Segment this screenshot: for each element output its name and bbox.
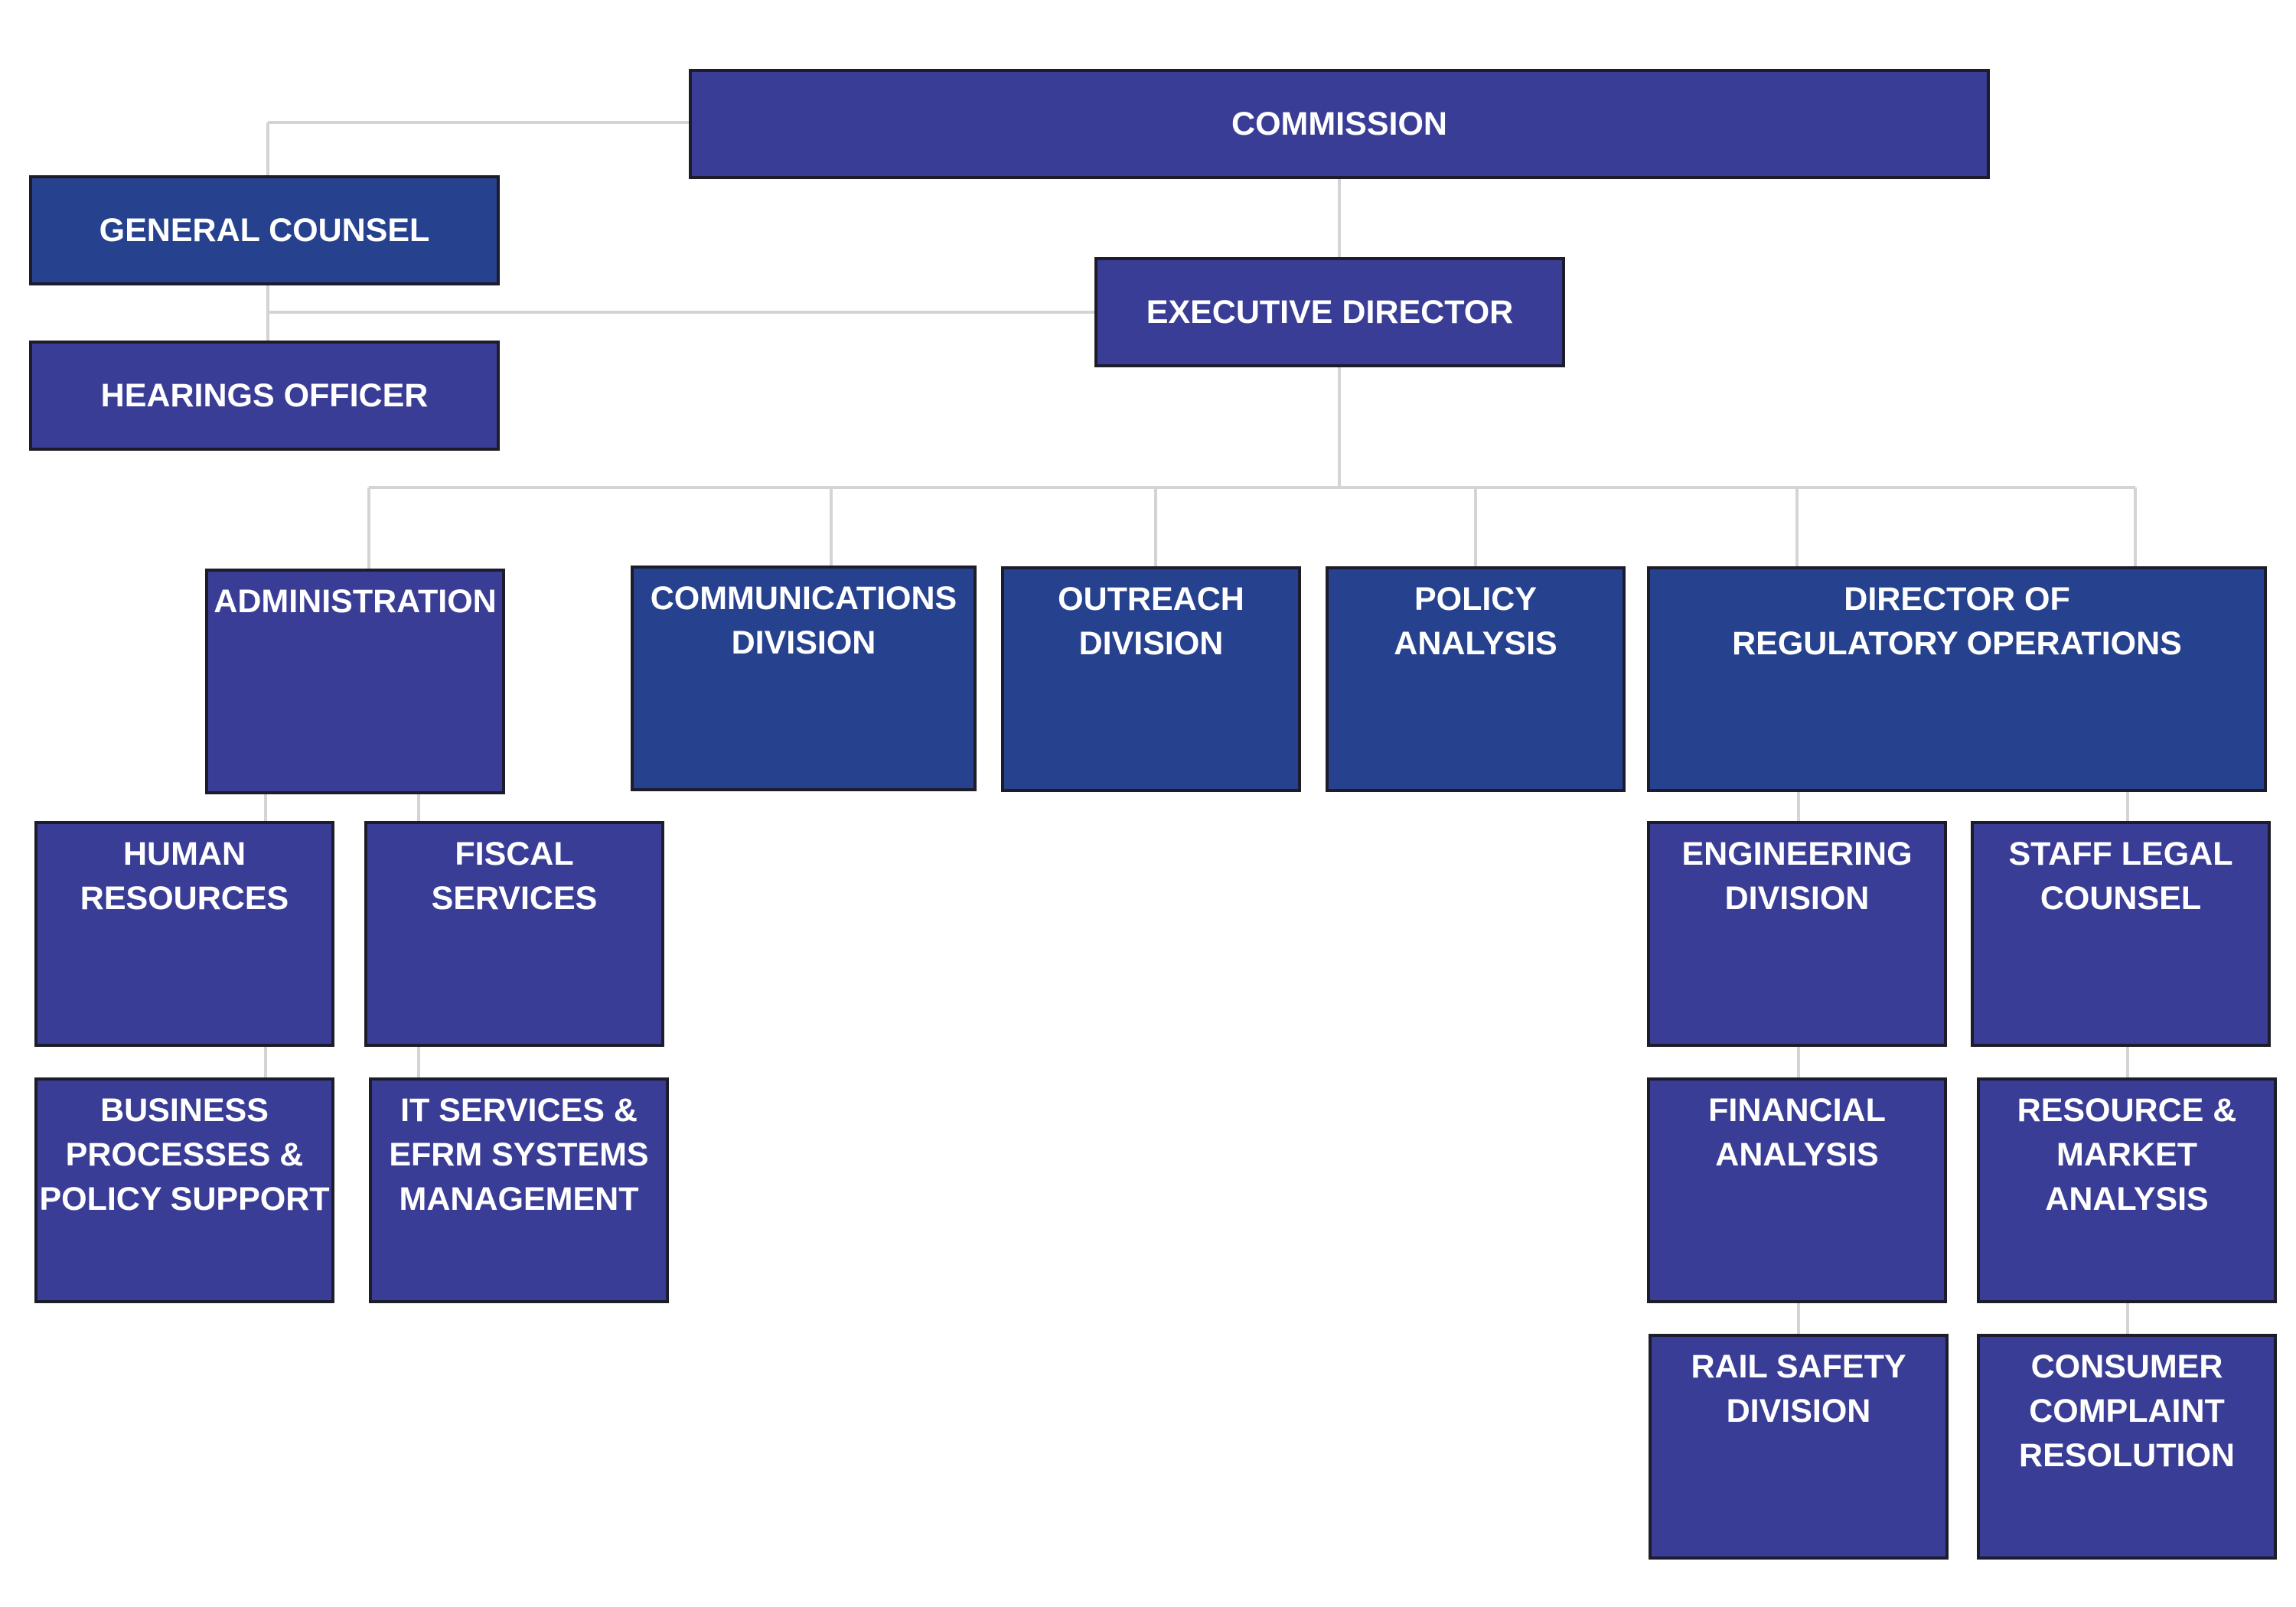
administration-label: ADMINISTRATION [214,583,497,620]
it-services-box: IT SERVICES & EFRM SYSTEMS MANAGEMENT [369,1077,669,1303]
outreach-division-box: OUTREACH DIVISION [1001,566,1301,792]
rail-safety-division-box: RAIL SAFETY DIVISION [1649,1334,1949,1560]
consumer-complaint-resolution-box: CONSUMER COMPLAINT RESOLUTION [1977,1334,2277,1560]
general-counsel-label: GENERAL COUNSEL [99,212,430,249]
commission-label: COMMISSION [1231,106,1447,142]
hearings-officer-label: HEARINGS OFFICER [100,377,429,414]
hearings-officer-box: HEARINGS OFFICER [29,341,500,451]
resource-market-analysis-box: RESOURCE & MARKET ANALYSIS [1977,1077,2277,1303]
staff-legal-counsel-box: STAFF LEGAL COUNSEL [1971,821,2271,1047]
human-resources-box: HUMAN RESOURCES [34,821,334,1047]
executive-director-box: EXECUTIVE DIRECTOR [1094,257,1565,367]
policy-analysis-box: POLICY ANALYSIS [1326,566,1626,792]
fiscal-services-box: FISCAL SERVICES [364,821,664,1047]
executive-director-label: EXECUTIVE DIRECTOR [1146,294,1514,331]
director-regulatory-operations-box: DIRECTOR OF REGULATORY OPERATIONS [1647,566,2267,792]
general-counsel-box: GENERAL COUNSEL [29,175,500,285]
financial-analysis-box: FINANCIAL ANALYSIS [1647,1077,1947,1303]
engineering-division-box: ENGINEERING DIVISION [1647,821,1947,1047]
administration-box: ADMINISTRATION [205,569,505,794]
communications-division-box: COMMUNICATIONS DIVISION [631,566,977,791]
commission-box: COMMISSION [689,69,1990,179]
business-processes-box: BUSINESS PROCESSES & POLICY SUPPORT [34,1077,334,1303]
